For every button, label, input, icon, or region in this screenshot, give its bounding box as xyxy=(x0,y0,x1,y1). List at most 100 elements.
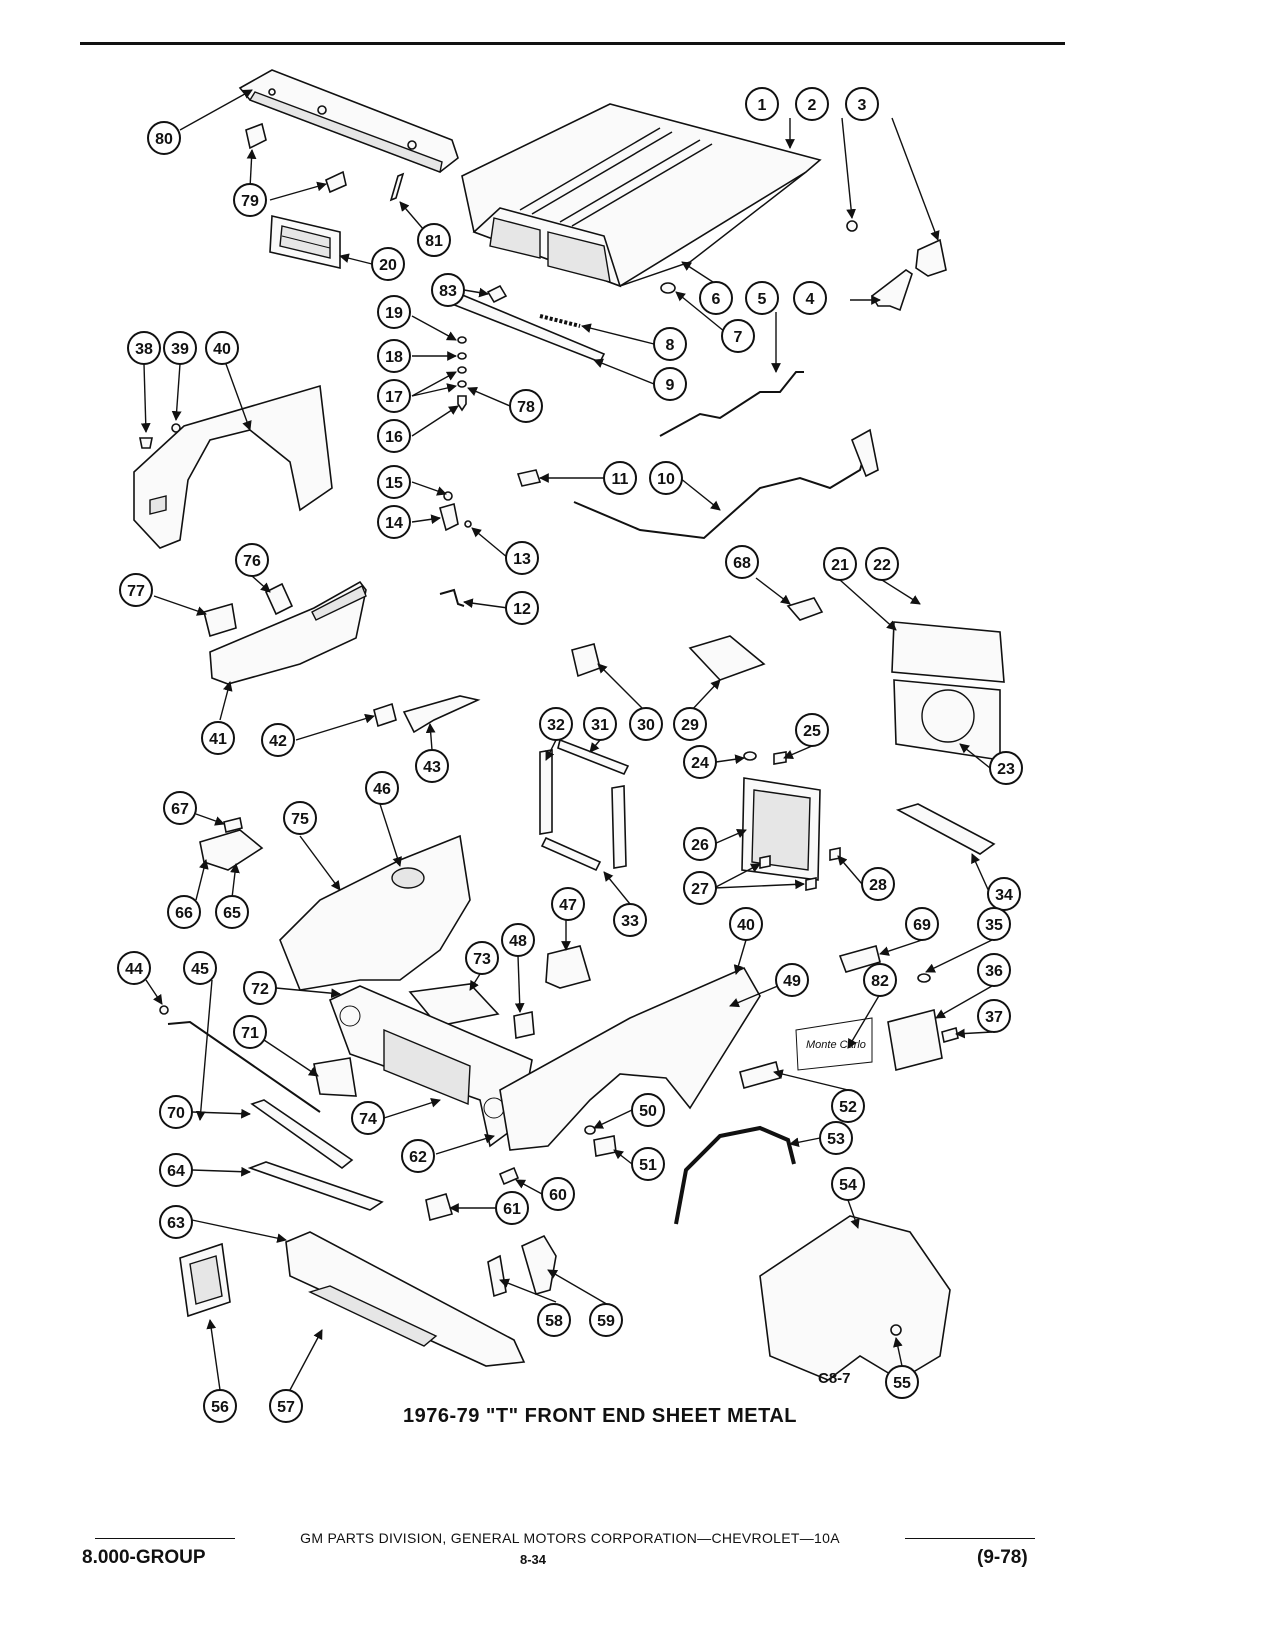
figure-code: C8-7 xyxy=(818,1370,851,1387)
callout-24: 24 xyxy=(683,745,717,779)
diagram-caption: 1976-79 "T" FRONT END SHEET METAL xyxy=(402,1405,798,1427)
part-42-bracket xyxy=(373,702,397,728)
callout-label: 64 xyxy=(167,1163,185,1180)
callout-83: 83 xyxy=(431,273,465,307)
part-53-wheel-molding xyxy=(674,1125,796,1225)
callout-78: 78 xyxy=(509,389,543,423)
part-10-release-cable xyxy=(573,435,871,540)
callout-68: 68 xyxy=(725,545,759,579)
callout-42: 42 xyxy=(261,723,295,757)
callout-label: 60 xyxy=(549,1187,567,1204)
callout-22: 22 xyxy=(865,547,899,581)
callout-label: 57 xyxy=(277,1399,295,1416)
callout-12: 12 xyxy=(505,591,539,625)
callout-32: 32 xyxy=(539,707,573,741)
part-14-catch xyxy=(439,502,459,532)
callout-label: 17 xyxy=(385,389,403,406)
part-28-bolt xyxy=(829,847,841,861)
callout-59: 59 xyxy=(589,1303,623,1337)
part-9-front-molding xyxy=(446,293,606,364)
part-58-bracket xyxy=(487,1254,507,1298)
part-54-wheelhouse-liner xyxy=(759,1215,951,1381)
callout-label: 45 xyxy=(191,961,209,978)
footer-page-number: 8-34 xyxy=(520,1552,547,1567)
callout-31: 31 xyxy=(583,707,617,741)
callout-27: 27 xyxy=(683,871,717,905)
part-8-spring xyxy=(539,314,581,328)
callout-label: 70 xyxy=(167,1105,185,1122)
callout-65: 65 xyxy=(215,895,249,929)
callout-label: 63 xyxy=(167,1215,185,1232)
callout-11: 11 xyxy=(603,461,637,495)
callout-17: 17 xyxy=(377,379,411,413)
callout-40: 40 xyxy=(729,907,763,941)
part-4-hood-hinge xyxy=(870,269,913,312)
part-75-inner-wheelhouse xyxy=(279,834,471,991)
callout-label: 5 xyxy=(758,291,767,308)
callout-36: 36 xyxy=(977,953,1011,987)
part-50-nut xyxy=(584,1125,596,1135)
callout-label: 27 xyxy=(691,881,709,898)
part-51-bracket xyxy=(593,1135,617,1157)
callout-label: 37 xyxy=(985,1009,1003,1026)
callout-47: 47 xyxy=(551,887,585,921)
callout-label: 39 xyxy=(171,341,189,358)
callout-51: 51 xyxy=(631,1147,665,1181)
part-7-bumper xyxy=(660,282,676,294)
callout-28: 28 xyxy=(861,867,895,901)
callout-6: 6 xyxy=(699,281,733,315)
callout-label: 56 xyxy=(211,1399,229,1416)
part-59-guard xyxy=(521,1234,557,1295)
callout-34: 34 xyxy=(987,877,1021,911)
leader-lines xyxy=(140,89,993,1391)
callout-label: 53 xyxy=(827,1131,845,1148)
callout-label: 81 xyxy=(425,233,443,250)
callout-80: 80 xyxy=(147,121,181,155)
part-39-nut xyxy=(171,423,181,433)
callout-82: 82 xyxy=(863,963,897,997)
callout-16: 16 xyxy=(377,419,411,453)
callout-70: 70 xyxy=(159,1095,193,1129)
callout-21: 21 xyxy=(823,547,857,581)
part-36-washer-bottle xyxy=(887,1009,943,1071)
callout-label: 52 xyxy=(839,1099,857,1116)
part-40-front-fender-right xyxy=(499,966,761,1151)
callout-4: 4 xyxy=(793,281,827,315)
part-80-cowl-vent-panel xyxy=(238,69,459,173)
callout-label: 29 xyxy=(681,717,699,734)
callout-50: 50 xyxy=(631,1093,665,1127)
part-44-clip xyxy=(159,1005,169,1015)
footer-rule-left xyxy=(95,1538,235,1539)
part-45-rod xyxy=(167,1020,321,1113)
callout-2: 2 xyxy=(795,87,829,121)
part-48-bracket xyxy=(513,1011,535,1039)
callout-label: 16 xyxy=(385,429,403,446)
footer-group-number: 8.000-GROUP xyxy=(82,1547,206,1568)
part-5-prop-rod xyxy=(659,371,804,437)
callout-62: 62 xyxy=(401,1139,435,1173)
part-sketches: Monte Carlo xyxy=(133,69,1005,1381)
callout-label: 68 xyxy=(733,555,751,572)
callout-label: 59 xyxy=(597,1313,615,1330)
callout-label: 23 xyxy=(997,761,1015,778)
callout-81: 81 xyxy=(417,223,451,257)
part-66-bracket xyxy=(199,829,264,871)
callout-label: 58 xyxy=(545,1313,563,1330)
part-81-strip xyxy=(389,172,405,202)
callout-label: 40 xyxy=(737,917,755,934)
callout-53: 53 xyxy=(819,1121,853,1155)
callout-77: 77 xyxy=(119,573,153,607)
callout-14: 14 xyxy=(377,505,411,539)
part-47-reservoir xyxy=(545,945,591,989)
callout-45: 45 xyxy=(183,951,217,985)
callout-label: 78 xyxy=(517,399,535,416)
callout-label: 9 xyxy=(666,377,675,394)
callout-30: 30 xyxy=(629,707,663,741)
callout-5: 5 xyxy=(745,281,779,315)
callout-48: 48 xyxy=(501,923,535,957)
callout-label: 31 xyxy=(591,717,609,734)
callout-label: 3 xyxy=(858,97,867,114)
callout-label: 22 xyxy=(873,557,891,574)
callout-1: 1 xyxy=(745,87,779,121)
part-31-seal xyxy=(557,738,630,776)
